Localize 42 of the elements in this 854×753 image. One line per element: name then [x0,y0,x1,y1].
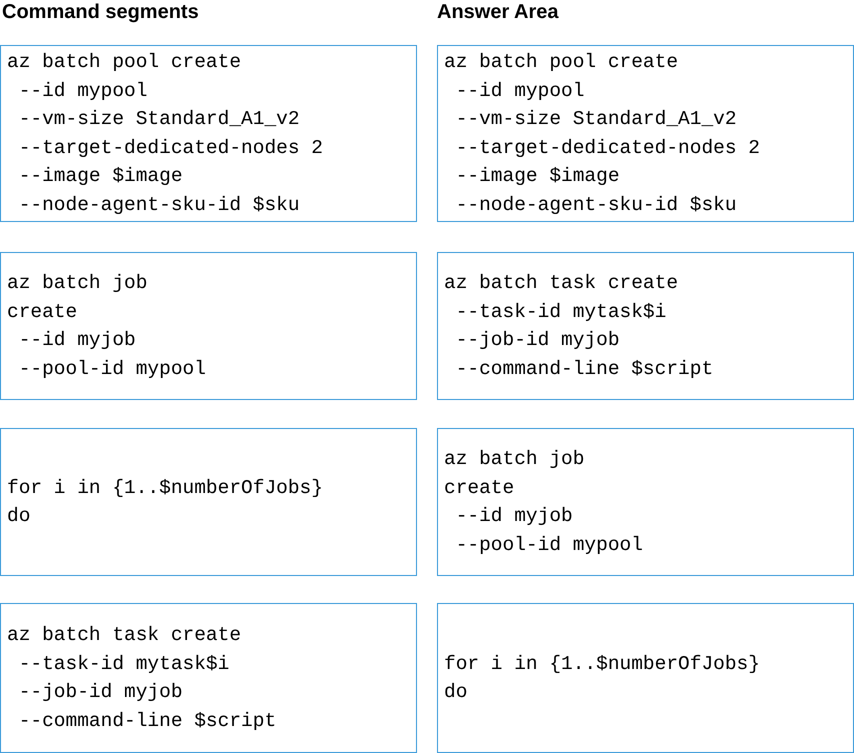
section-heading: Command segments [2,0,199,24]
code-line: az batch task create [444,271,678,296]
code-line: --node-agent-sku-id $sku [454,192,737,218]
code-line: az batch pool create [7,50,242,75]
code-line: --job-id myjob [18,680,183,705]
code-line: --image $image [454,164,620,189]
code-line: for i in {1..$numberOfJobs} [444,652,760,676]
code-card [0,428,417,576]
code-line: --task-id mytask$i [18,652,230,676]
code-line: az batch job [444,447,584,472]
code-line: --target-dedicated-nodes 2 [18,136,323,160]
code-line: --pool-id mypool [454,532,643,558]
code-line: --target-dedicated-nodes 2 [454,136,760,160]
code-card [437,428,854,576]
code-line: az batch job [7,271,148,296]
code-line: --node-agent-sku-id $sku [18,192,300,218]
code-line: --command-line $script [454,356,714,382]
code-card [437,45,854,222]
code-line: --id mypool [18,78,148,104]
code-line: --task-id mytask$i [454,300,666,324]
code-line: --vm-size Standard_A1_v2 [18,107,300,132]
code-line: --command-line $script [18,708,276,734]
code-card [0,45,417,222]
code-card [0,603,417,753]
code-card [437,252,854,400]
code-line: create [444,476,514,500]
code-line: do [7,504,30,529]
code-line: --id myjob [454,504,573,529]
code-line: --image $image [18,164,183,189]
code-line: --job-id myjob [454,328,620,353]
code-line: --id myjob [18,328,136,353]
code-line: --vm-size Standard_A1_v2 [454,107,737,132]
section-heading: Answer Area [437,0,559,24]
code-line: do [444,680,468,705]
code-line: --pool-id mypool [18,356,206,382]
code-card [0,252,417,400]
code-line: for i in {1..$numberOfJobs} [7,476,323,500]
code-line: create [7,300,78,324]
code-line: --id mypool [454,78,584,104]
code-card [437,603,854,753]
code-line: az batch pool create [444,50,678,75]
code-line: az batch task create [7,623,242,648]
